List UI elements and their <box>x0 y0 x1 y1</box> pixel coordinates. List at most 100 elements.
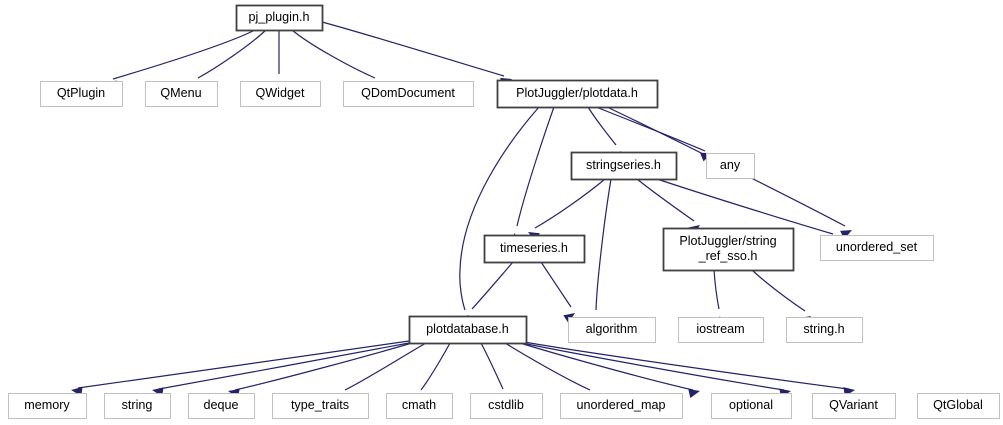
node-label: unordered_set <box>836 240 918 254</box>
arrow-head-icon <box>688 388 700 398</box>
edge-line <box>471 261 514 310</box>
node-label: pj_plugin.h <box>249 10 310 24</box>
node-box[interactable] <box>560 393 683 419</box>
node-optional[interactable]: optional <box>711 393 792 419</box>
node-label: type_traits <box>291 398 349 412</box>
node-label: algorithm <box>586 322 638 336</box>
node-label: optional <box>729 398 773 412</box>
node-label: QWidget <box>256 86 305 100</box>
node-label: timeseries.h <box>500 241 568 255</box>
edge-line <box>713 269 720 310</box>
node-string_ref_sso[interactable]: PlotJuggler/string_ref_sso.h <box>662 227 795 272</box>
edge-plotdatabase-to-deque <box>228 342 413 398</box>
node-box[interactable] <box>917 393 1000 419</box>
node-label: QVariant <box>829 398 878 412</box>
node-box[interactable] <box>786 317 863 343</box>
node-unordered_set[interactable]: unordered_set <box>820 235 934 261</box>
node-label: string.h <box>803 322 844 336</box>
edge-line <box>112 29 256 80</box>
edge-plotdatabase-to-qvariant <box>521 342 791 398</box>
node-box[interactable] <box>812 393 896 419</box>
node-qtplugin[interactable]: QtPlugin <box>40 81 123 107</box>
edge-line <box>751 269 806 312</box>
node-box[interactable] <box>104 393 171 419</box>
node-box[interactable] <box>235 4 324 32</box>
edge-plotdatabase-to-optional <box>519 342 700 398</box>
node-label: any <box>720 158 741 172</box>
node-deque[interactable]: deque <box>188 393 255 419</box>
node-string[interactable]: string <box>104 393 171 419</box>
node-box[interactable] <box>820 235 934 261</box>
edge-line <box>197 29 267 79</box>
node-box[interactable] <box>711 393 792 419</box>
node-label: stringseries.h <box>586 158 661 172</box>
node-label: cstdlib <box>488 398 524 412</box>
node-any[interactable]: any <box>706 153 755 179</box>
node-label: PlotJuggler/string <box>679 234 776 248</box>
node-box[interactable] <box>145 81 218 107</box>
node-cstdlib[interactable]: cstdlib <box>470 393 543 419</box>
node-box[interactable] <box>40 81 123 107</box>
node-box[interactable] <box>570 151 678 181</box>
node-box[interactable] <box>496 79 659 109</box>
edge-plotdatabase-to-memory <box>71 340 410 397</box>
edge-line <box>158 342 410 390</box>
node-label: cmath <box>402 398 436 412</box>
node-label: QMenu <box>160 86 201 100</box>
node-plotdatabase[interactable]: plotdatabase.h <box>408 315 528 345</box>
node-label: PlotJuggler/plotdata.h <box>516 86 638 100</box>
node-timeseries[interactable]: timeseries.h <box>483 234 586 264</box>
node-box[interactable] <box>188 393 255 419</box>
edge-line <box>523 341 849 390</box>
node-box[interactable] <box>386 393 453 419</box>
edge-pj_plugin-to-qtplugin <box>105 29 256 90</box>
edge-line <box>534 178 606 229</box>
node-box[interactable] <box>470 393 543 419</box>
node-type_traits[interactable]: type_traits <box>272 393 369 419</box>
node-box[interactable] <box>240 81 321 107</box>
node-qwidget[interactable]: QWidget <box>240 81 321 107</box>
arrow-head-icon <box>840 230 852 240</box>
node-cmath[interactable]: cmath <box>386 393 453 419</box>
edge-line <box>459 106 540 311</box>
edge-line <box>521 342 785 391</box>
node-plotdata[interactable]: PlotJuggler/plotdata.h <box>496 79 659 109</box>
node-label: QDomDocument <box>361 86 455 100</box>
edge-line <box>540 261 572 308</box>
node-qdomdocument[interactable]: QDomDocument <box>343 81 474 107</box>
node-label: deque <box>203 398 238 412</box>
edge-stringseries-to-algorithm <box>591 178 612 329</box>
node-iostream[interactable]: iostream <box>678 317 764 343</box>
node-box[interactable] <box>568 317 656 343</box>
node-memory[interactable]: memory <box>8 393 87 419</box>
node-box[interactable] <box>8 393 87 419</box>
node-box[interactable] <box>483 234 586 264</box>
node-box[interactable] <box>678 317 764 343</box>
edge-line <box>519 342 694 391</box>
edge-line <box>504 342 591 391</box>
node-unordered_map[interactable]: unordered_map <box>560 393 683 419</box>
node-qvariant[interactable]: QVariant <box>812 393 896 419</box>
node-label: iostream <box>696 322 744 336</box>
node-box[interactable] <box>343 81 474 107</box>
edge-line <box>234 342 413 391</box>
edge-stringseries-to-string_ref_sso <box>636 178 700 236</box>
edge-pj_plugin-to-plotdata <box>321 21 512 87</box>
node-box[interactable] <box>706 153 755 179</box>
edge-line <box>595 106 706 152</box>
node-stringseries[interactable]: stringseries.h <box>570 151 678 181</box>
node-qmenu[interactable]: QMenu <box>145 81 218 107</box>
node-algorithm[interactable]: algorithm <box>568 317 656 343</box>
edge-plotdatabase-to-string <box>152 342 410 397</box>
node-box[interactable] <box>272 393 369 419</box>
node-pj_plugin[interactable]: pj_plugin.h <box>235 4 324 32</box>
node-qtglobal[interactable]: QtGlobal <box>917 393 1000 419</box>
node-label: unordered_map <box>577 398 666 412</box>
edge-line <box>321 21 505 77</box>
node-box[interactable] <box>408 315 528 345</box>
node-string_h[interactable]: string.h <box>786 317 863 343</box>
node-box[interactable] <box>662 227 795 272</box>
